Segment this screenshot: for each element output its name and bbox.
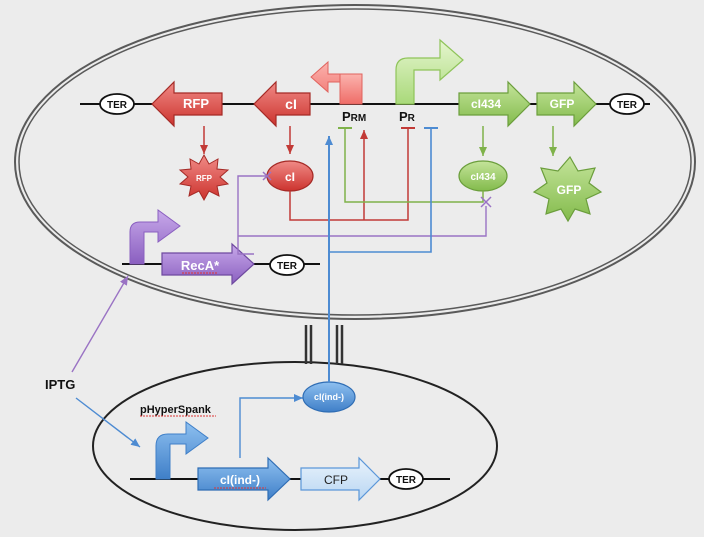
cfp-gene-label: CFP	[324, 473, 348, 487]
ci434-protein: cI434	[458, 160, 508, 192]
rfp-gene-arrow: RFP	[151, 80, 223, 128]
gfp-protein-label: GFP	[557, 183, 582, 197]
ter-terminator-reca: TER	[269, 254, 305, 276]
reca-gene-label: RecA*	[181, 258, 220, 273]
rfp-gene-label: RFP	[183, 96, 209, 111]
gfp-protein-burst: GFP	[532, 155, 603, 223]
reca-promoter-arrow	[129, 209, 181, 265]
reca-cleavage-lines	[237, 171, 492, 255]
ciind-expression-arrow	[239, 394, 303, 458]
ci434-repression-prm	[338, 127, 484, 203]
prm-sub: RM	[351, 113, 367, 124]
gfp-gene-arrow: GFP	[536, 80, 597, 128]
ci434-gene-arrow: cI434	[458, 80, 531, 128]
ci-protein-label: cI	[285, 170, 295, 184]
rfp-protein-burst: RFP	[178, 153, 230, 202]
prm-promoter-arrow	[310, 60, 363, 105]
pr-promoter-arrow	[395, 38, 464, 105]
svg-text:PRM: PRM	[342, 109, 366, 124]
ter-terminator-left: TER	[99, 93, 135, 115]
ci434-gene-label: cI434	[471, 97, 501, 111]
iptg-label: IPTG	[45, 377, 75, 392]
ciind-signal-lines	[325, 127, 438, 382]
ci434-protein-label: cI434	[470, 172, 495, 183]
ter-label: TER	[396, 475, 417, 486]
iptg-to-phyperspank	[75, 397, 141, 448]
ciind-protein-label: cI(ind-)	[314, 392, 344, 402]
pr-label: PR	[399, 109, 416, 124]
cfp-gene-arrow: CFP	[300, 456, 381, 502]
ter-label: TER	[107, 100, 128, 111]
cell-membrane-large	[14, 4, 696, 320]
cell-connector	[304, 325, 344, 364]
rfp-protein-label: RFP	[196, 174, 213, 183]
ciind-gene-label: cI(ind-)	[220, 473, 260, 487]
prm-label: PRM	[342, 109, 366, 124]
ciind-protein: cI(ind-)	[302, 381, 356, 413]
ci-protein: cI	[266, 160, 314, 192]
ciind-gene-arrow: cI(ind-)	[197, 456, 291, 502]
ter-label: TER	[277, 261, 298, 272]
cell-membrane-small	[92, 361, 498, 531]
svg-text:PR: PR	[399, 109, 416, 124]
iptg-to-reca-promoter	[71, 275, 129, 373]
ci-repression-pr	[289, 127, 415, 221]
ter-terminator-right: TER	[609, 93, 645, 115]
reca-gene-arrow: RecA*	[161, 242, 255, 286]
gfp-gene-label: GFP	[550, 97, 575, 111]
ci-gene-arrow: cI	[253, 80, 311, 128]
phyperspank-label: pHyperSpank	[140, 404, 212, 416]
pr-main: P	[399, 109, 408, 124]
ter-terminator-small: TER	[388, 468, 424, 490]
prm-main: P	[342, 109, 351, 124]
ter-label: TER	[617, 100, 638, 111]
ci-gene-label: cI	[285, 96, 297, 112]
pr-sub: R	[408, 113, 416, 124]
phyperspank-promoter-arrow	[155, 421, 209, 480]
